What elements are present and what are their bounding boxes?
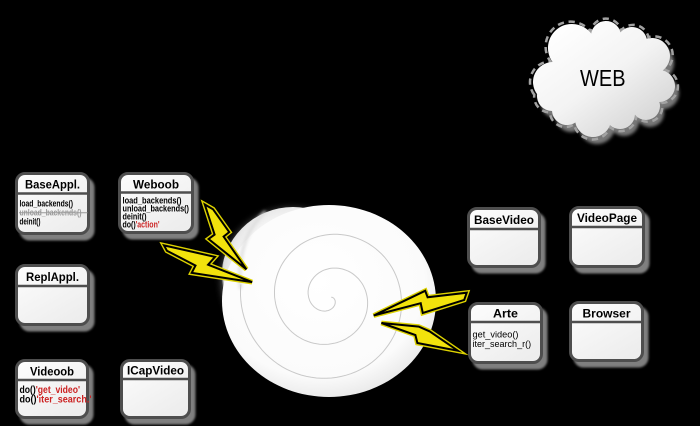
svg-text:Arte: Arte — [493, 309, 518, 321]
svg-text:BaseVideo: BaseVideo — [474, 215, 534, 227]
svg-text:Weboob: Weboob — [133, 179, 179, 191]
svg-text:VideoPage: VideoPage — [577, 213, 637, 225]
svg-text:WEB: WEB — [580, 65, 626, 91]
svg-text:do()'action': do()'action' — [123, 220, 160, 230]
svg-text:ReplAppl.: ReplAppl. — [26, 272, 79, 284]
svg-text:BaseAppl.: BaseAppl. — [25, 179, 80, 191]
svg-text:load_backends(): load_backends() — [20, 199, 74, 209]
svg-text:get_video(): get_video() — [473, 330, 519, 340]
svg-text:unload_backends(): unload_backends() — [123, 204, 190, 214]
svg-text:ICapVideo: ICapVideo — [127, 366, 184, 378]
svg-text:Browser: Browser — [583, 309, 632, 321]
svg-text:deinit(): deinit() — [123, 212, 147, 222]
svg-text:load_backends(): load_backends() — [123, 196, 182, 206]
svg-text:do()'iter_search.': do()'iter_search.' — [20, 395, 92, 406]
svg-text:deinit(): deinit() — [20, 216, 41, 226]
svg-text:do()'get_video': do()'get_video' — [20, 385, 81, 396]
svg-text:iter_search_r(): iter_search_r() — [473, 339, 532, 349]
svg-text:Videoob: Videoob — [30, 367, 74, 379]
